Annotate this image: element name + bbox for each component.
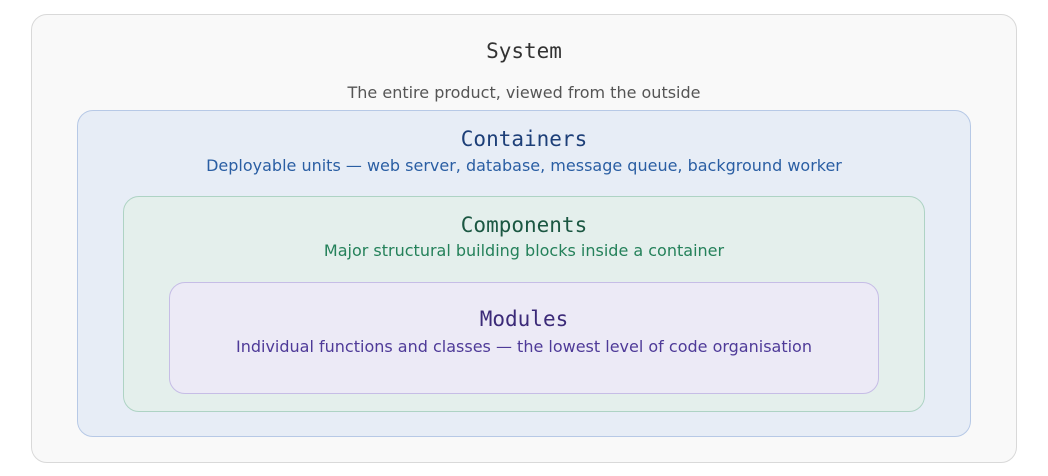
modules-layer-title: Modules [479,307,569,331]
containers-layer-title: Containers [460,127,588,151]
components-layer-title: Components [460,213,588,237]
system-layer-title: System [486,39,562,63]
modules-layer-box: Modules Individual functions and classes… [169,282,879,394]
containers-layer-description: Deployable units — web server, database,… [206,156,842,175]
modules-layer-description: Individual functions and classes — the l… [236,337,812,356]
system-layer-description: The entire product, viewed from the outs… [347,83,701,102]
components-layer-description: Major structural building blocks inside … [323,241,725,260]
